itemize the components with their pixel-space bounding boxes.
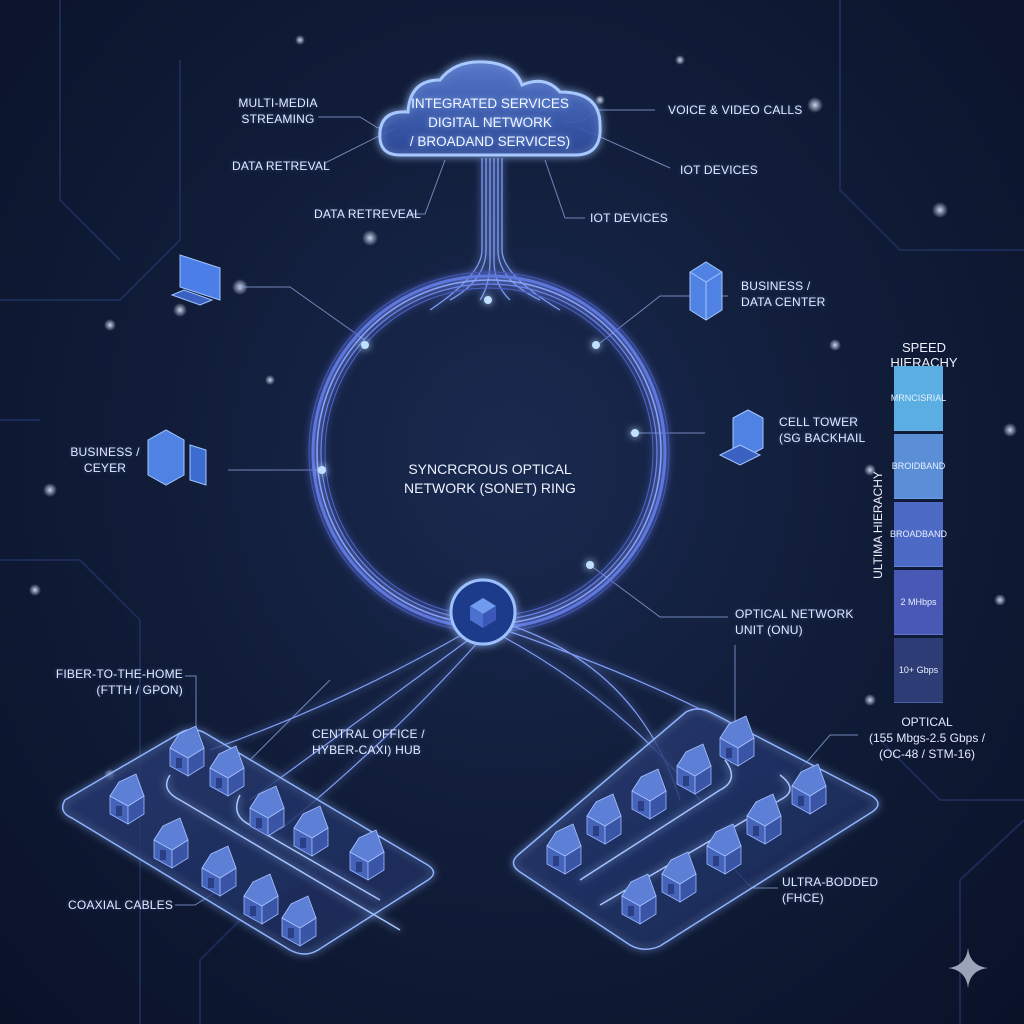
iot-devices-label-2: IOT DEVICES	[590, 211, 668, 225]
house-icon	[546, 823, 582, 875]
house-icon	[349, 829, 385, 881]
business-office-label: BUSINESS / CEYER	[70, 444, 140, 476]
speed-hierarchy-vertical-label: ULTIMA HIERACHY	[871, 471, 885, 579]
central-office-hub	[449, 578, 517, 646]
label-line: FIBER-TO-THE-HOME	[55, 667, 183, 681]
house-icon	[249, 785, 285, 837]
label-line: MULTI-MEDIA	[238, 96, 318, 110]
cloud-label-line3: / BROADAND SERVICES)	[409, 134, 571, 149]
data-retrieval-label: DATA RETREVAL	[232, 159, 330, 173]
business-data-center-label: BUSINESS / DATA CENTER	[741, 278, 825, 310]
speed-tier: BROADBAND	[890, 502, 947, 567]
cloud-label-line1: INTEGRATED SERVICES	[411, 96, 569, 111]
house-icon	[706, 823, 742, 875]
sparkle-icon	[948, 948, 988, 988]
onu-label: OPTICAL NETWORK UNIT (ONU)	[735, 606, 854, 638]
house-icon	[661, 851, 697, 903]
ultra-neighborhood-platform	[512, 708, 879, 950]
label-line: (155 Mbgs-2.5 Gbps /	[868, 731, 986, 745]
central-office-label: CENTRAL OFFICE / HYBER-CAXI) HUB	[312, 726, 425, 758]
desktop-computer-icon	[170, 254, 221, 306]
house-icon	[621, 873, 657, 925]
speed-tier: 2 MHbps	[894, 570, 943, 635]
label-line: (SG BACKHAIL	[779, 431, 866, 445]
label-line: (FHCE)	[782, 891, 824, 905]
label-line: HYBER-CAXI) HUB	[312, 743, 422, 757]
speed-tier: BROIDBAND	[892, 434, 945, 499]
house-icon	[153, 817, 189, 869]
cloud-icon	[378, 60, 602, 157]
label-line: ULTRA-BODDED	[782, 875, 879, 889]
cloud-label-line2: DIGITAL NETWORK	[428, 115, 552, 130]
iot-devices-label: IOT DEVICES	[680, 163, 758, 177]
house-icon	[209, 745, 245, 797]
label-line: CEYER	[83, 461, 127, 475]
label-line: OPTICAL NETWORK	[735, 607, 854, 621]
house-icon	[631, 768, 667, 820]
label-line: CENTRAL OFFICE /	[312, 727, 425, 741]
ring-label-line2: NETWORK (SONET) RING	[404, 480, 576, 496]
ultra-bodded-label: ULTRA-BODDED (FHCE)	[782, 874, 878, 906]
house-icon	[676, 743, 712, 795]
house-icon	[243, 873, 279, 925]
multimedia-streaming-label: MULTI-MEDIA STREAMING	[236, 95, 320, 127]
label-line: CELL TOWER	[779, 415, 859, 429]
sonet-ring	[308, 271, 670, 633]
ftth-label: FIBER-TO-THE-HOME (FTTH / GPON)	[50, 666, 183, 698]
business-office-icon	[147, 429, 207, 486]
optical-speed-label: OPTICAL (155 Mbgs-2.5 Gbps / (OC-48 / ST…	[852, 714, 1002, 762]
label-line: (OC-48 / STM-16)	[878, 747, 975, 761]
house-icon	[746, 793, 782, 845]
cell-tower-icon	[718, 409, 764, 466]
label-line: UNIT (ONU)	[735, 623, 803, 637]
voice-video-label: VOICE & VIDEO CALLS	[668, 103, 803, 117]
house-icon	[169, 725, 205, 777]
houses	[109, 715, 827, 947]
cell-tower-label: CELL TOWER (SG BACKHAIL	[779, 414, 865, 446]
label-line: BUSINESS /	[741, 279, 811, 293]
house-icon	[281, 895, 317, 947]
background-dots	[29, 35, 1017, 781]
isdn-cloud-label: INTEGRATED SERVICES DIGITAL NETWORK / BR…	[390, 94, 590, 151]
label-line: BUSINESS /	[70, 445, 140, 459]
data-retrieval-label-2: DATA RETREVEAL	[314, 207, 422, 221]
house-icon	[586, 793, 622, 845]
label-line: STREAMING	[241, 112, 315, 126]
speed-tier: MRNCISRIAL	[891, 366, 946, 431]
label-line: OPTICAL	[901, 715, 953, 729]
business-data-center-icon	[689, 261, 723, 321]
sonet-ring-label: SYNCRCROUS OPTICAL NETWORK (SONET) RING	[380, 460, 600, 498]
ring-nodes	[318, 296, 639, 569]
label-line: DATA CENTER	[741, 295, 826, 309]
house-icon	[719, 715, 755, 767]
house-icon	[791, 763, 827, 815]
house-icon	[201, 845, 237, 897]
label-line: (FTTH / GPON)	[96, 683, 183, 697]
ring-label-line1: SYNCRCROUS OPTICAL	[408, 461, 572, 477]
house-icon	[293, 805, 329, 857]
speed-tier: 10+ Gbps	[894, 638, 943, 703]
house-icon	[109, 773, 145, 825]
coaxial-cables-label: COAXIAL CABLES	[68, 898, 174, 912]
